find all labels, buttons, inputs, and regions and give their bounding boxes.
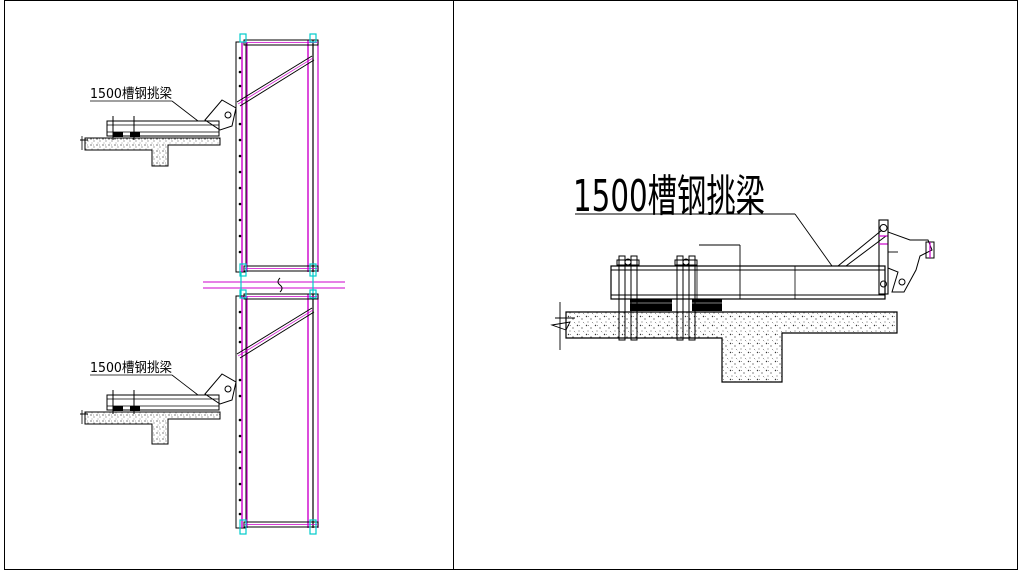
upper-wall-column [235, 41, 247, 273]
detail-wall-clamp [837, 219, 935, 295]
lower-floor-slab [84, 411, 221, 445]
upper-beam-label: 1500槽钢挑梁 [90, 86, 172, 102]
detail-beam-label: 1500槽钢挑梁 [573, 171, 765, 222]
right-detail: 1500槽钢挑梁 [550, 171, 935, 383]
upper-channel-beam [106, 120, 220, 137]
detail-channel-beam [610, 255, 886, 341]
upper-floor-slab [84, 137, 221, 167]
left-elevation: 1500槽钢挑梁 [80, 33, 345, 535]
lower-beam-label: 1500槽钢挑梁 [90, 360, 172, 376]
lower-channel-beam [106, 394, 220, 411]
detail-floor-slab [565, 311, 898, 383]
upper-cantilever-assembly: 1500槽钢挑梁 [80, 33, 319, 277]
lower-wall-column [235, 295, 247, 529]
outer-frame [4, 0, 1018, 570]
lower-cantilever-assembly: 1500槽钢挑梁 [80, 289, 319, 535]
